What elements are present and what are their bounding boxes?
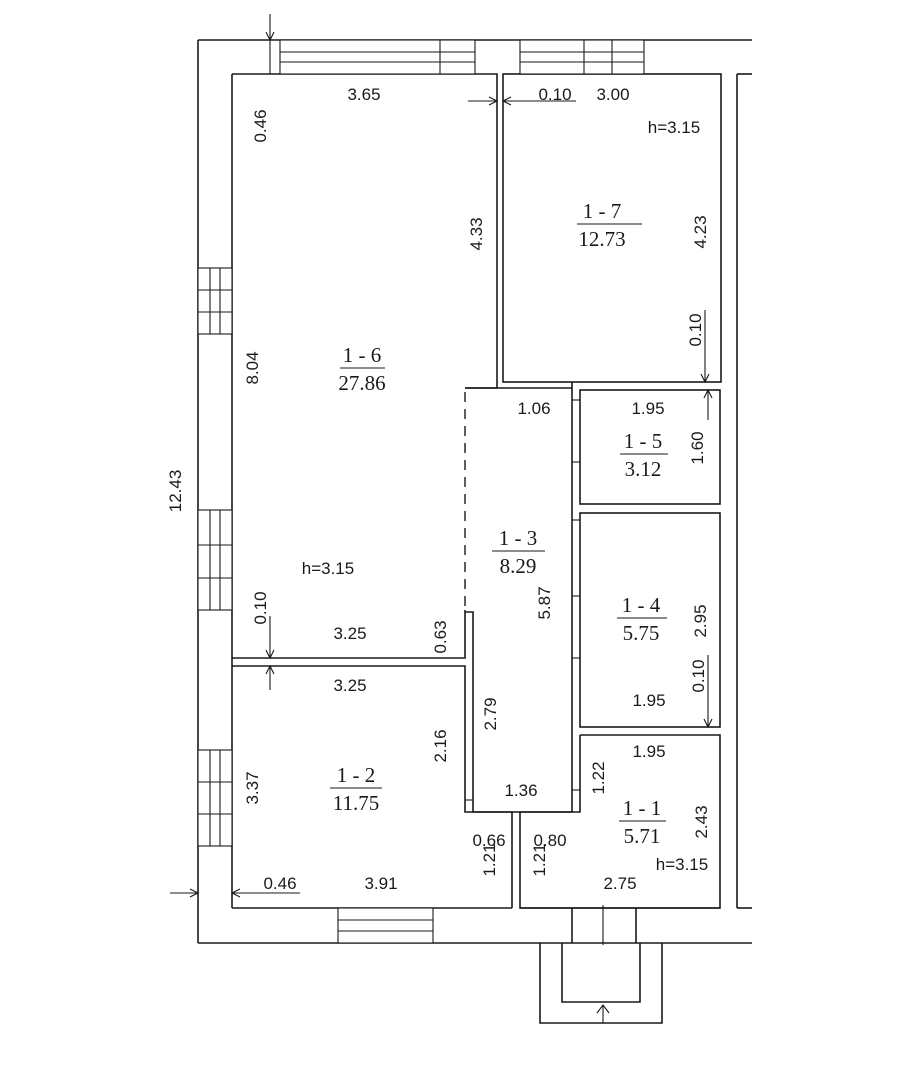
dim-r1-bottom: 2.75 (603, 874, 636, 893)
room-area: 5.71 (624, 824, 661, 848)
room-area: 12.73 (578, 227, 625, 251)
dim-r6-left-bottom: 0.10 (251, 591, 270, 624)
dim-r1-top: 1.95 (632, 742, 665, 761)
dim-overall-height: 12.43 (166, 470, 185, 513)
dimension-arrows (170, 14, 713, 898)
window-left-1 (197, 267, 233, 335)
room-area: 8.29 (500, 554, 537, 578)
dim-r3-right: 5.87 (535, 586, 554, 619)
room-label-1-7: 1 - 7 12.73 (577, 199, 642, 251)
room-id: 1 - 5 (624, 429, 663, 453)
room-label-1-1: 1 - 1 5.71 (619, 796, 666, 848)
dim-r1-door-height: 1.21 (530, 843, 549, 876)
dim-r6-step: 0.63 (431, 620, 450, 653)
dim-r2-right: 2.16 (431, 729, 450, 762)
window-bottom (337, 907, 434, 944)
dim-r1-left-top: 1.22 (589, 761, 608, 794)
window-top-left (279, 39, 476, 75)
room-label-1-2: 1 - 2 11.75 (330, 763, 382, 815)
room-1-4-outline (579, 512, 721, 728)
dim-r6-left-top: 0.46 (251, 109, 270, 142)
dim-r4-gap: 0.10 (689, 659, 708, 692)
dim-r7-gap: 0.10 (538, 85, 571, 104)
dim-r6-bottom: 3.25 (333, 624, 366, 643)
room-1-1-outline (519, 734, 721, 909)
ceiling-height-1-6: h=3.15 (302, 559, 354, 578)
room-area: 11.75 (333, 791, 379, 815)
dim-r5-right: 1.60 (688, 431, 707, 464)
ceiling-height-1-7: h=3.15 (648, 118, 700, 137)
room-label-1-6: 1 - 6 27.86 (338, 343, 385, 395)
ceiling-height-1-1: h=3.15 (656, 855, 708, 874)
dim-r7-right: 4.23 (691, 215, 710, 248)
entrance-arrow-icon (596, 905, 610, 1023)
dim-r6-right: 4.33 (467, 217, 486, 250)
dim-r3-left: 2.79 (481, 697, 500, 730)
room-label-1-3: 1 - 3 8.29 (492, 526, 545, 578)
dim-r5-top: 1.95 (631, 399, 664, 418)
dim-r7-bottom-gap: 0.10 (686, 313, 705, 346)
room-id: 1 - 1 (623, 796, 662, 820)
dim-r2-left: 3.37 (243, 771, 262, 804)
room-id: 1 - 4 (622, 593, 661, 617)
door-marks (465, 399, 580, 801)
room-label-1-5: 1 - 5 3.12 (620, 429, 668, 481)
dim-r2-bottom-left: 0.46 (263, 874, 296, 893)
room-area: 3.12 (625, 457, 662, 481)
dim-r6-top: 3.65 (347, 85, 380, 104)
dim-r2-door-width: 0.66 (472, 831, 505, 850)
room-id: 1 - 3 (499, 526, 538, 550)
outer-walls (197, 39, 752, 944)
dim-r1-right: 2.43 (692, 805, 711, 838)
dim-r1-door-width: 0.80 (533, 831, 566, 850)
room-id: 1 - 2 (337, 763, 376, 787)
room-area: 27.86 (338, 371, 385, 395)
dim-r4-bottom: 1.95 (632, 691, 665, 710)
entrance-porch (539, 908, 663, 1024)
window-left-3 (197, 749, 233, 847)
room-area: 5.75 (623, 621, 660, 645)
dim-r2-bottom: 3.91 (364, 874, 397, 893)
dim-r7-top: 3.00 (596, 85, 629, 104)
dim-r3-top: 1.06 (517, 399, 550, 418)
room-id: 1 - 6 (343, 343, 382, 367)
room-label-1-4: 1 - 4 5.75 (617, 593, 667, 645)
dim-r3-bottom: 1.36 (504, 781, 537, 800)
dim-r2-top: 3.25 (333, 676, 366, 695)
room-id: 1 - 7 (583, 199, 622, 223)
window-top-right (519, 39, 645, 75)
room-1-2-outline (232, 665, 513, 908)
room-1-5-outline (579, 389, 721, 505)
dim-r4-right: 2.95 (691, 604, 710, 637)
dim-r6-left: 8.04 (243, 351, 262, 384)
dim-r2-door-height: 1.21 (480, 843, 499, 876)
window-left-2 (197, 509, 233, 611)
room-1-3-outline (465, 381, 573, 813)
